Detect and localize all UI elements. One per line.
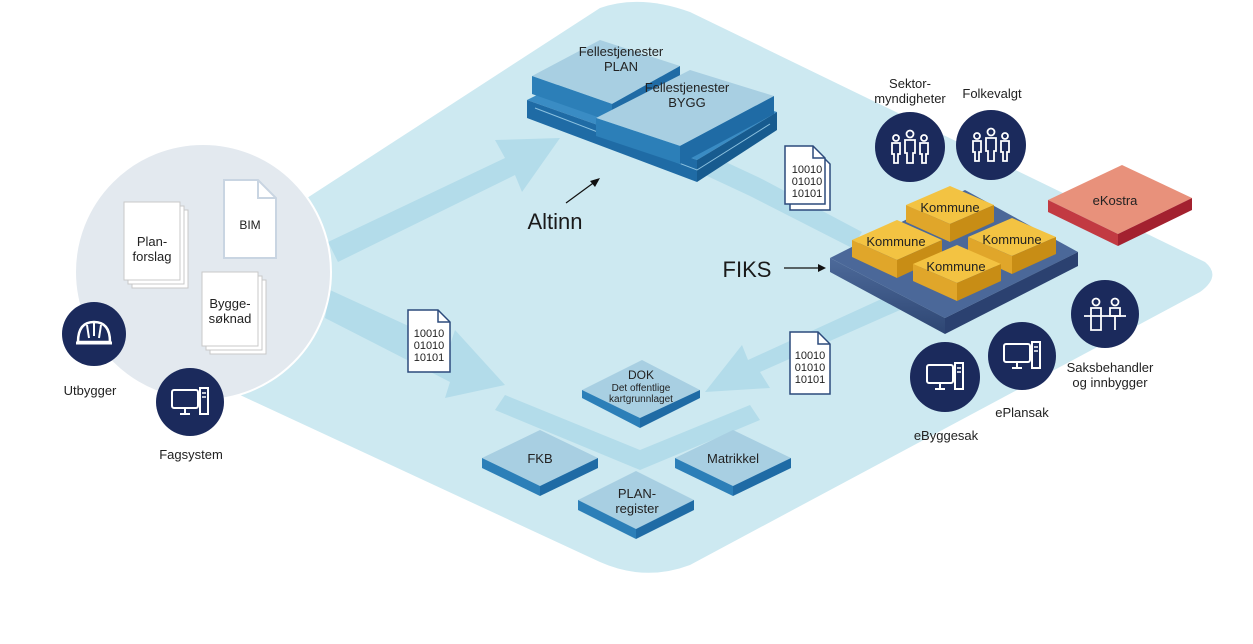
folkevalgt-label: Folkevalgt [962, 86, 1022, 101]
fiks-label: FIKS [722, 257, 772, 282]
altinn-label: Altinn [527, 209, 583, 234]
fkb-label: FKB [527, 451, 553, 466]
kommune-label: Kommune [920, 200, 980, 215]
binary-file-icon [784, 145, 831, 211]
saksbehandler-icon [1071, 280, 1139, 348]
utbygger-label: Utbygger [63, 383, 117, 398]
kommune-box-1[interactable] [906, 186, 994, 242]
ebyggesak-label: eByggesak [913, 428, 979, 443]
planregister-label: PLAN-register [615, 486, 659, 516]
planforslag-document-icon [123, 201, 189, 289]
planregister-box[interactable] [578, 471, 694, 539]
binary-file-icon [789, 331, 831, 395]
utbygger-icon [62, 302, 126, 366]
planforslag-label: Plan-forslag [132, 234, 172, 264]
eplansak-icon [988, 322, 1056, 390]
binary-file-icon [407, 309, 451, 373]
kommune-label: Kommune [926, 259, 986, 274]
altinn-pointer-arrow [565, 178, 600, 204]
byggesoknad-label: Bygge-søknad [208, 296, 252, 326]
flow-arrow-bottom [495, 395, 760, 470]
fiks-pointer-arrow [784, 264, 826, 272]
altinn-service-bygg-box[interactable] [596, 70, 774, 164]
flow-arrow-upper-right [690, 150, 862, 248]
kommune-label: Kommune [982, 232, 1042, 247]
flow-arrow-upper-left [328, 138, 560, 262]
fagsystem-icon [156, 368, 224, 436]
ebyggesak-icon [910, 342, 980, 412]
kommune-box-2[interactable] [852, 220, 942, 278]
byggesoknad-document-icon [201, 271, 267, 355]
dok-box[interactable] [582, 360, 700, 428]
fagsystem-label: Fagsystem [159, 447, 223, 462]
dok-label: DOK Det offentlige kartgrunnlaget [609, 368, 673, 405]
sektor-label: Sektor-myndigheter [874, 76, 946, 106]
kommune-label: Kommune [866, 234, 926, 249]
kommune-box-4[interactable] [913, 245, 1001, 301]
bim-document-icon [223, 179, 277, 259]
matrikkel-box[interactable] [675, 430, 791, 496]
fkb-box[interactable] [482, 430, 598, 496]
sektormyndigheter-icon [875, 112, 945, 182]
folkevalgt-icon [956, 110, 1026, 180]
background-diamond [229, 1, 1213, 573]
matrikkel-label: Matrikkel [706, 451, 759, 466]
ekostra-label: eKostra [1092, 193, 1138, 208]
ekostra-box[interactable] [1048, 165, 1192, 246]
bim-label: BIM [239, 218, 261, 232]
eplansak-label: ePlansak [995, 405, 1049, 420]
